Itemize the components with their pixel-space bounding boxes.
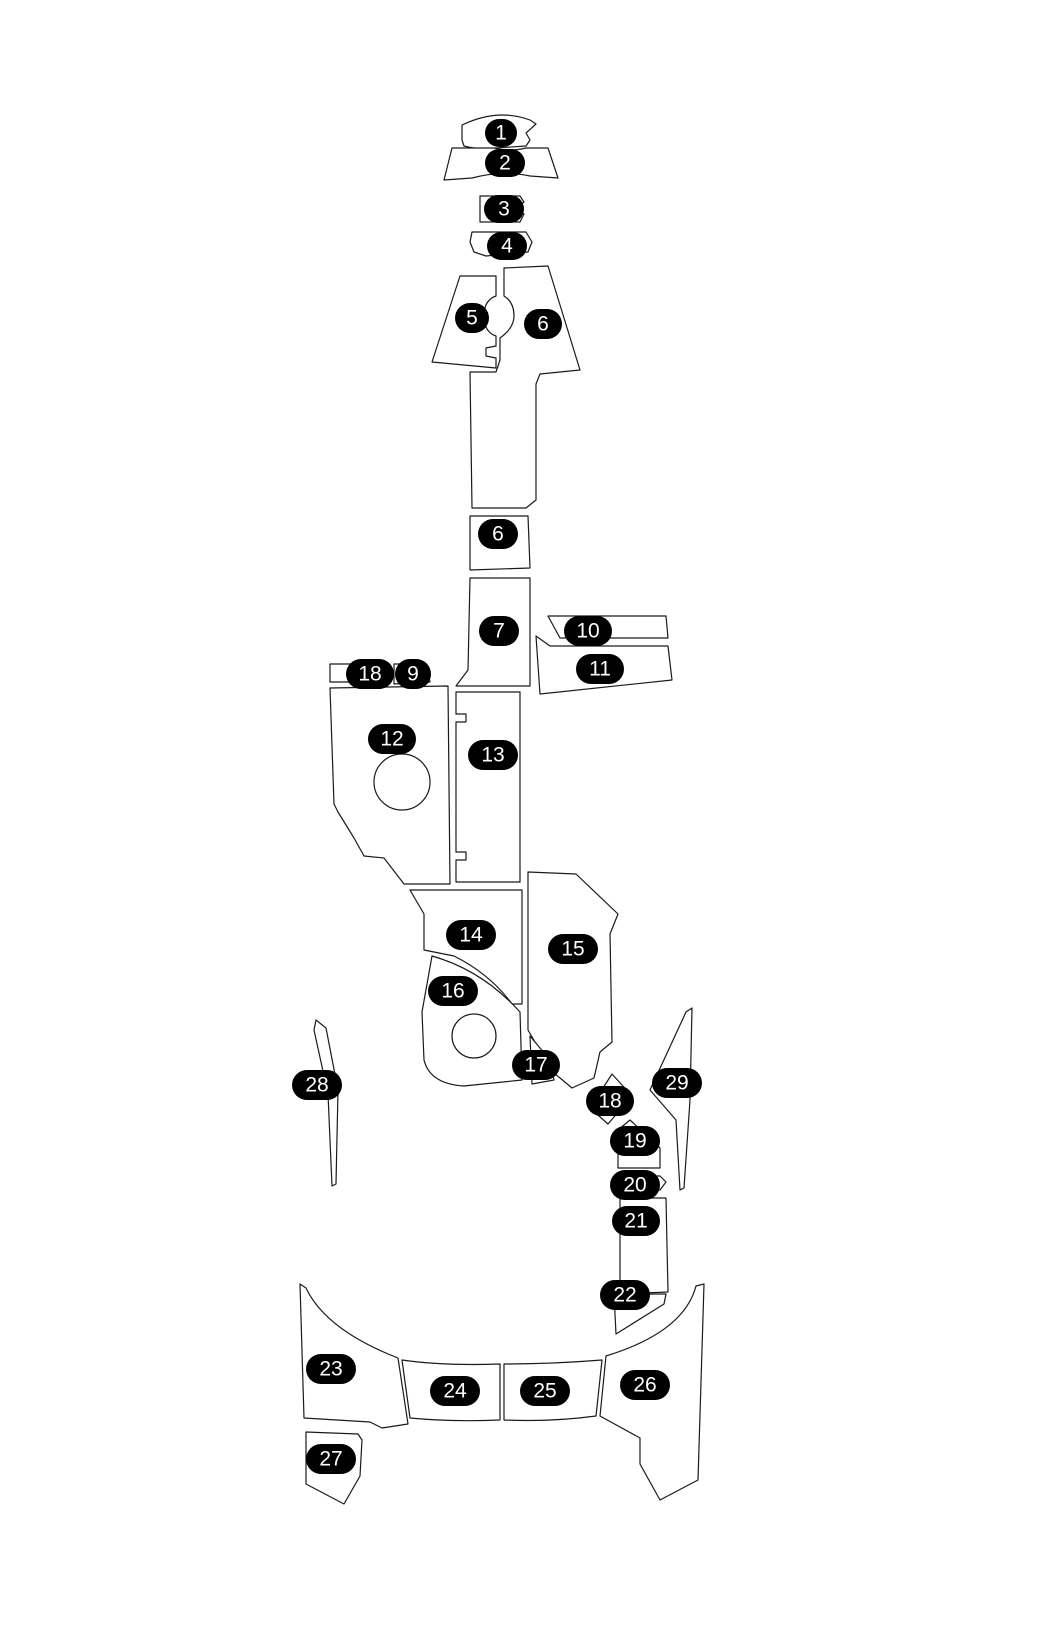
- badge-24-label: 24: [443, 1380, 467, 1403]
- badge-14: 14: [446, 920, 496, 950]
- badge-19-label: 19: [623, 1130, 646, 1153]
- piece-23: [299, 1283, 409, 1429]
- piece-12-cutout: [373, 753, 431, 811]
- badge-18-top: 18: [346, 659, 394, 689]
- badge-17-label: 17: [524, 1054, 547, 1077]
- badge-23: 23: [306, 1354, 356, 1384]
- badge-6-lower: 6: [478, 519, 518, 549]
- badge-18-lower-label: 18: [598, 1090, 621, 1113]
- badge-25-label: 25: [533, 1380, 556, 1403]
- badge-3-label: 3: [498, 198, 510, 221]
- badge-16: 16: [428, 976, 478, 1006]
- badge-3: 3: [484, 195, 524, 223]
- badge-10: 10: [564, 616, 612, 646]
- badge-13-label: 13: [481, 744, 504, 767]
- badge-2-label: 2: [499, 152, 511, 175]
- badge-11-label: 11: [589, 658, 611, 681]
- piece-29: [649, 1007, 693, 1191]
- badge-27-label: 27: [319, 1448, 342, 1471]
- badge-4: 4: [487, 232, 527, 260]
- badge-22: 22: [600, 1280, 650, 1310]
- badge-20: 20: [610, 1170, 660, 1200]
- badge-28-label: 28: [305, 1074, 328, 1097]
- piece-28: [313, 1019, 339, 1187]
- badge-13: 13: [468, 740, 518, 770]
- piece-16-cutout: [451, 1013, 497, 1059]
- badge-5-label: 5: [466, 307, 478, 330]
- badge-15-label: 15: [561, 938, 584, 961]
- badge-6-lower-label: 6: [492, 523, 504, 546]
- badge-16-label: 16: [441, 980, 464, 1003]
- badge-6-upper-label: 6: [537, 313, 549, 336]
- badge-1: 1: [485, 119, 517, 147]
- badge-28: 28: [292, 1070, 342, 1100]
- badge-18-top-label: 18: [358, 663, 381, 686]
- badge-25: 25: [520, 1376, 570, 1406]
- badge-12: 12: [368, 724, 416, 754]
- badge-7: 7: [479, 616, 519, 646]
- badge-26-label: 26: [633, 1374, 656, 1397]
- badge-19: 19: [610, 1126, 660, 1156]
- badge-9: 9: [395, 659, 431, 689]
- badge-17: 17: [512, 1050, 560, 1080]
- badge-2: 2: [485, 149, 525, 177]
- badge-29: 29: [652, 1068, 702, 1098]
- badge-20-label: 20: [623, 1174, 646, 1197]
- badge-11: 11: [576, 654, 624, 684]
- badge-6-upper: 6: [524, 309, 562, 339]
- badge-27: 27: [306, 1444, 356, 1474]
- badge-9-label: 9: [407, 663, 419, 686]
- badges: 1 2 3 4 5 6 6 7: [292, 119, 702, 1474]
- badge-21: 21: [612, 1206, 660, 1236]
- piece-13: [455, 691, 521, 883]
- badge-23-label: 23: [319, 1358, 342, 1381]
- badge-26: 26: [620, 1370, 670, 1400]
- badge-5: 5: [455, 303, 489, 333]
- badge-24: 24: [430, 1376, 480, 1406]
- badge-15: 15: [548, 934, 598, 964]
- badge-10-label: 10: [576, 620, 599, 643]
- badge-29-label: 29: [665, 1072, 688, 1095]
- badge-12-label: 12: [380, 728, 403, 751]
- badge-7-label: 7: [493, 620, 505, 643]
- badge-21-label: 21: [624, 1210, 647, 1233]
- badge-18-lower: 18: [586, 1086, 634, 1116]
- badge-4-label: 4: [501, 235, 513, 258]
- badge-22-label: 22: [613, 1284, 636, 1307]
- badge-14-label: 14: [459, 924, 483, 947]
- badge-1-label: 1: [495, 122, 507, 145]
